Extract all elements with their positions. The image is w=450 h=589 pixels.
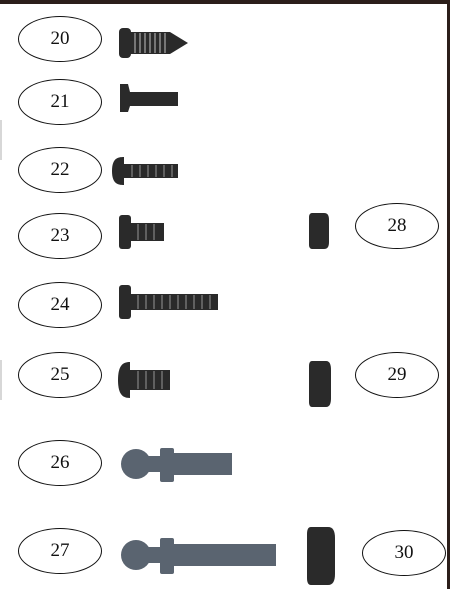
- short-ball-stud-icon: [120, 440, 236, 488]
- large-nut-icon: [306, 526, 336, 586]
- medium-nut-icon: [308, 360, 332, 408]
- pan-head-screw-icon: [110, 154, 180, 188]
- tapping-screw-icon: [118, 26, 193, 60]
- part-label-26: 26: [18, 440, 102, 486]
- part-label-22: 22: [18, 147, 102, 193]
- part-label-27: 27: [18, 528, 102, 574]
- top-border: [0, 0, 450, 4]
- left-edge-mark: [0, 360, 2, 400]
- part-label-29: 29: [355, 352, 439, 398]
- flange-screw-icon: [116, 360, 172, 400]
- small-nut-icon: [308, 212, 330, 250]
- part-label-20: 20: [18, 16, 102, 62]
- part-label-28: 28: [355, 203, 439, 249]
- part-label-21: 21: [18, 79, 102, 125]
- part-label-25: 25: [18, 352, 102, 398]
- left-edge-mark: [0, 120, 2, 160]
- part-label-24: 24: [18, 282, 102, 328]
- countersunk-screw-icon: [120, 82, 182, 114]
- part-label-23: 23: [18, 213, 102, 259]
- short-machine-screw-icon: [118, 214, 166, 250]
- part-label-30: 30: [362, 530, 446, 576]
- long-machine-screw-icon: [118, 284, 220, 320]
- long-ball-stud-icon: [120, 530, 280, 580]
